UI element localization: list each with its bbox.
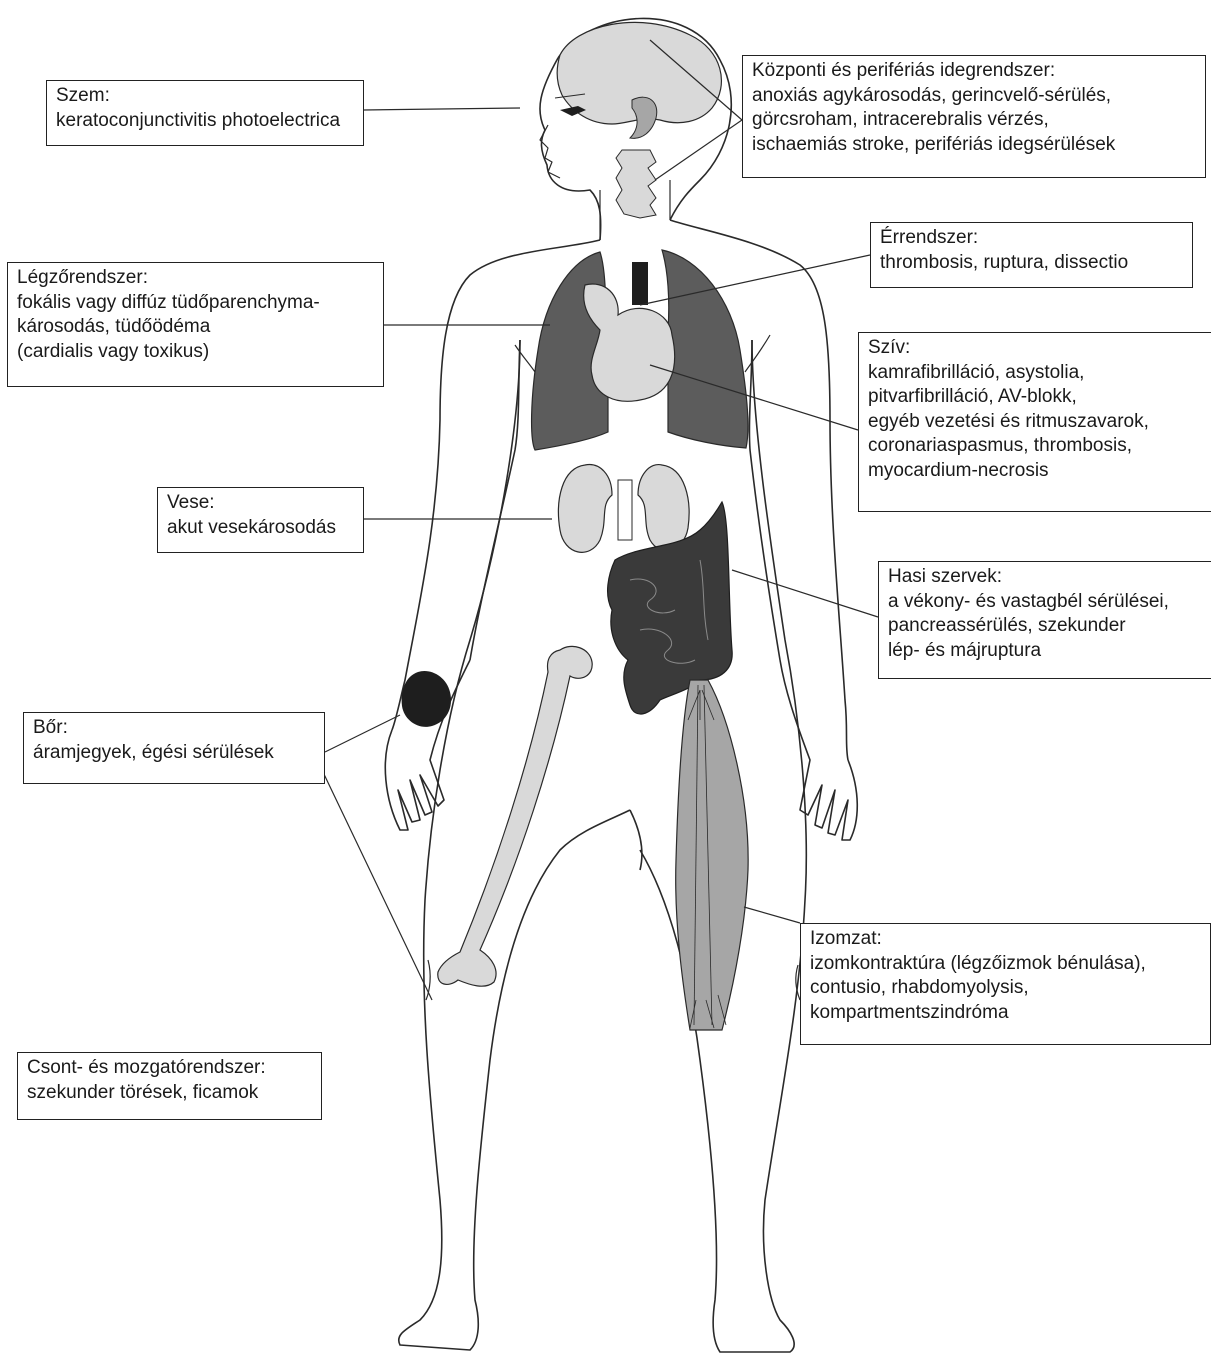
callout-skin: Bőr: áramjegyek, égési sérülések <box>23 712 325 784</box>
spinal-cord <box>616 150 656 218</box>
callout-skeletal-line-1: szekunder törések, ficamok <box>27 1081 313 1106</box>
callout-heart-line-5: myocardium-necrosis <box>868 459 1203 484</box>
femur-bone <box>438 646 592 986</box>
left-kidney <box>558 465 612 553</box>
callout-nervous-title: Központi és perifériás idegrendszer: <box>752 59 1197 84</box>
callout-skeletal-system: Csont- és mozgatórendszer: szekunder tör… <box>17 1052 322 1120</box>
callout-nervous-line-3: ischaemiás stroke, perifériás idegsérülé… <box>752 133 1197 158</box>
callout-heart-line-1: kamrafibrilláció, asystolia, <box>868 361 1203 386</box>
trachea <box>632 262 648 305</box>
callout-abdominal-line-1: a vékony- és vastagbél sérülései, <box>888 590 1203 615</box>
callout-nervous-line-1: anoxiás agykárosodás, gerincvelő-sérülés… <box>752 84 1197 109</box>
callout-heart-line-4: coronariaspasmus, thrombosis, <box>868 434 1203 459</box>
callout-vascular-title: Érrendszer: <box>880 226 1184 251</box>
renal-vessels <box>618 480 632 540</box>
callout-eye-title: Szem: <box>56 84 355 109</box>
callout-respiratory-system: Légzőrendszer: fokális vagy diffúz tüdőp… <box>7 262 384 387</box>
callout-respiratory-line-3: (cardialis vagy toxikus) <box>17 340 375 365</box>
callout-kidney-line-1: akut vesekárosodás <box>167 516 355 541</box>
callout-muscle-line-2: contusio, rhabdomyolysis, <box>810 976 1202 1001</box>
callout-abdominal-title: Hasi szervek: <box>888 565 1203 590</box>
callout-kidney: Vese: akut vesekárosodás <box>157 487 364 553</box>
callout-vascular-line-1: thrombosis, ruptura, dissectio <box>880 251 1184 276</box>
body-outline <box>385 18 857 1352</box>
callout-heart-line-2: pitvarfibrilláció, AV-blokk, <box>868 385 1203 410</box>
callout-respiratory-line-1: fokális vagy diffúz tüdőparenchyma- <box>17 291 375 316</box>
callout-heart: Szív: kamrafibrilláció, asystolia, pitva… <box>858 332 1211 512</box>
callout-skeletal-title: Csont- és mozgatórendszer: <box>27 1056 313 1081</box>
callout-respiratory-title: Légzőrendszer: <box>17 266 375 291</box>
callout-skin-line-1: áramjegyek, égési sérülések <box>33 741 316 766</box>
callout-nervous-line-2: görcsroham, intracerebralis vérzés, <box>752 108 1197 133</box>
callout-abdominal-line-2: pancreassérülés, szekunder <box>888 614 1203 639</box>
callout-muscle-line-1: izomkontraktúra (légzőizmok bénulása), <box>810 952 1202 977</box>
right-kidney <box>638 465 689 551</box>
callout-muscle-line-3: kompartmentszindróma <box>810 1001 1202 1026</box>
callout-abdominal-line-3: lép- és májruptura <box>888 639 1203 664</box>
thigh-muscle <box>676 680 748 1030</box>
callout-heart-line-3: egyéb vezetési és ritmuszavarok, <box>868 410 1203 435</box>
callout-vascular-system: Érrendszer: thrombosis, ruptura, dissect… <box>870 222 1193 288</box>
callout-muscle-title: Izomzat: <box>810 927 1202 952</box>
skin-burn-mark <box>402 671 451 727</box>
callout-muscle: Izomzat: izomkontraktúra (légzőizmok bén… <box>800 923 1211 1045</box>
callout-heart-title: Szív: <box>868 336 1203 361</box>
callout-respiratory-line-2: károsodás, tüdőödéma <box>17 315 375 340</box>
callout-skin-title: Bőr: <box>33 716 316 741</box>
callout-eye-line-1: keratoconjunctivitis photoelectrica <box>56 109 355 134</box>
callout-abdominal-organs: Hasi szervek: a vékony- és vastagbél sér… <box>878 561 1211 679</box>
callout-kidney-title: Vese: <box>167 491 355 516</box>
callout-nervous-system: Központi és perifériás idegrendszer: ano… <box>742 55 1206 178</box>
heart <box>584 284 675 401</box>
callout-eye: Szem: keratoconjunctivitis photoelectric… <box>46 80 364 146</box>
